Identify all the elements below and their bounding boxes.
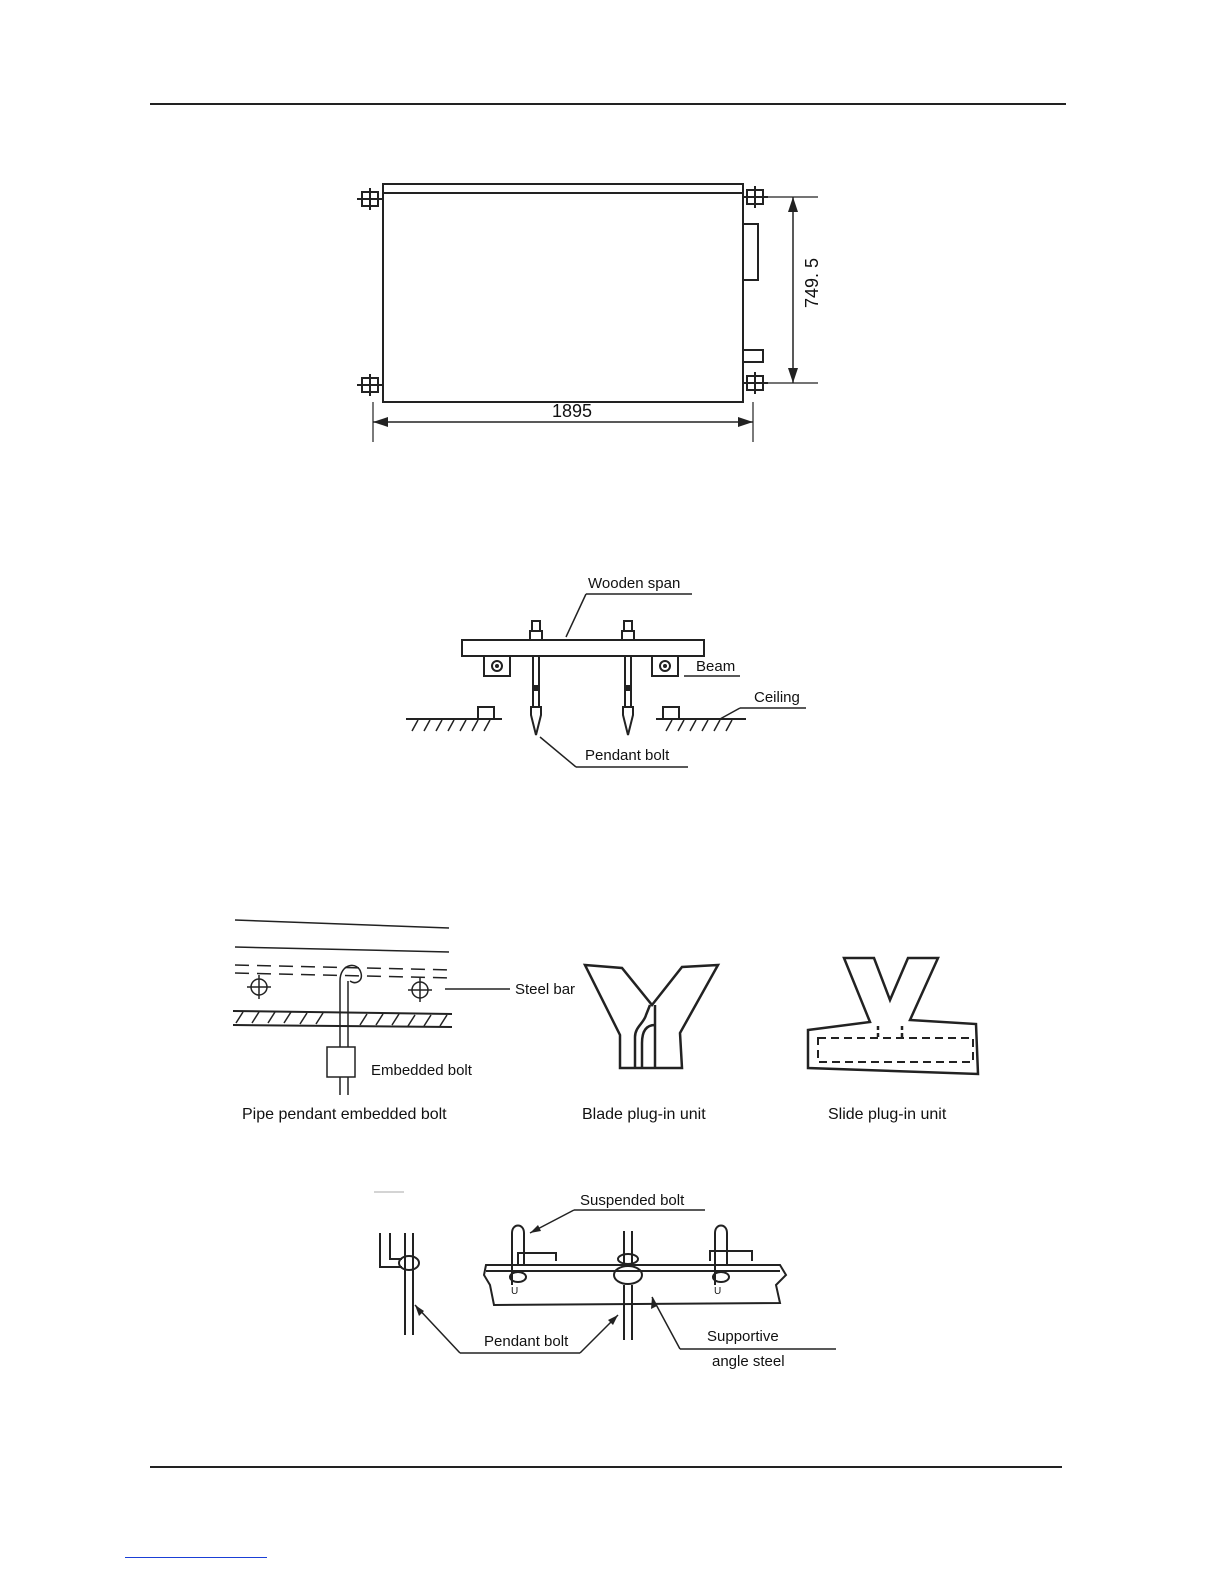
footer-link-underline xyxy=(125,1557,267,1558)
label-beam: Beam xyxy=(696,658,735,675)
label-suspended-bolt: Suspended bolt xyxy=(580,1192,685,1209)
mount-lug-bl xyxy=(357,374,383,396)
label-supportive: Supportive xyxy=(707,1328,779,1345)
wooden-span xyxy=(462,640,704,656)
label-pendant-bolt-2: Pendant bolt xyxy=(484,1333,569,1350)
pendant-bolt-left xyxy=(530,621,542,735)
embedded-bolt-body xyxy=(327,1047,355,1077)
dimension-height: 749. 5 xyxy=(802,258,822,308)
caption-pipe-pendant: Pipe pendant embedded bolt xyxy=(242,1106,447,1124)
header-rule xyxy=(150,103,1066,105)
unit-dimension-figure: 749. 5 1895 xyxy=(340,170,840,460)
caption-blade-plug-in: Blade plug-in unit xyxy=(582,1106,706,1124)
pendant-bolt-right xyxy=(622,621,634,735)
footer-rule xyxy=(150,1466,1062,1468)
side-panel xyxy=(743,224,758,280)
label-embedded-bolt: Embedded bolt xyxy=(371,1062,473,1079)
label-steel-bar: Steel bar xyxy=(515,981,575,998)
dimension-width: 1895 xyxy=(552,401,592,421)
svg-text:U: U xyxy=(511,1286,518,1297)
slide-plug-in-figure xyxy=(800,950,990,1080)
unit-outline xyxy=(383,184,743,402)
pipe-connection xyxy=(743,350,763,362)
embedded-bolt-figure: Steel bar Embedded bolt xyxy=(230,915,590,1100)
label-wooden-span: Wooden span xyxy=(588,575,680,592)
blade-plug-in-figure xyxy=(580,955,730,1080)
label-pendant-bolt: Pendant bolt xyxy=(585,747,670,764)
mount-lug-tl xyxy=(357,188,383,210)
label-angle-steel: angle steel xyxy=(712,1353,785,1370)
svg-text:U: U xyxy=(714,1286,721,1297)
angle-steel-figure: U U Suspended bolt Pendant bolt Su xyxy=(360,1185,850,1380)
wooden-span-figure: Wooden span Beam Ceiling Pendant bolt xyxy=(400,565,820,780)
mount-lug-tr xyxy=(743,186,768,208)
label-ceiling: Ceiling xyxy=(754,689,800,706)
caption-slide-plug-in: Slide plug-in unit xyxy=(828,1106,946,1124)
mount-lug-br xyxy=(743,372,768,394)
